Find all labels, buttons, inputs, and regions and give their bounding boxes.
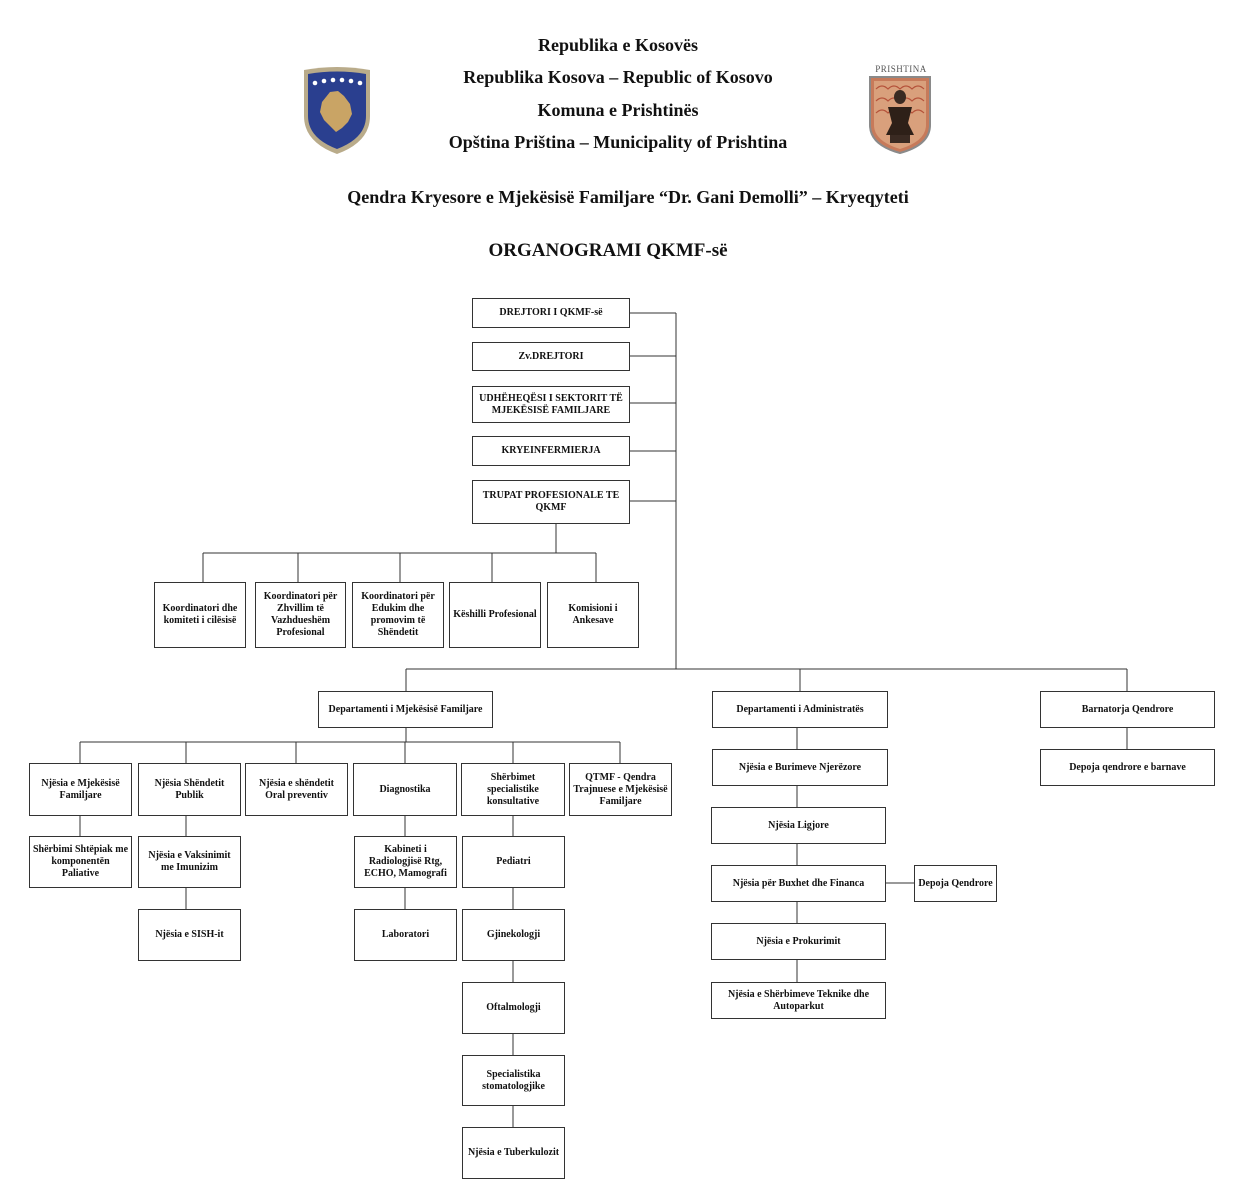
gynecology-box: Gjinekologji [462,909,565,961]
header-line-3: Komuna e Prishtinës [537,100,699,120]
home-palliative-care-box: Shërbimi Shtëpiak me komponentën Paliati… [29,836,132,888]
laboratory-box: Laboratori [354,909,457,961]
pediatrics-box: Pediatri [462,836,565,888]
central-drug-depot-box: Depoja qendrore e barnave [1040,749,1215,786]
oral-health-unit-box: Njësia e shëndetit Oral preventiv [245,763,348,816]
diagnostics-box: Diagnostika [353,763,457,816]
professional-council-box: Këshilli Profesional [449,582,541,648]
head-nurse-box: KRYEINFERMIERJA [472,436,630,466]
tuberculosis-unit-box: Njësia e Tuberkulozit [462,1127,565,1179]
health-education-coordinator-box: Koordinatori për Edukim dhe promovim të … [352,582,444,648]
specialist-services-box: Shërbimet specialistike konsultative [461,763,565,816]
training-center-box: QTMF - Qendra Trajnuese e Mjekësisë Fami… [569,763,672,816]
family-medicine-department-box: Departamenti i Mjekësisë Familjare [318,691,493,728]
public-health-unit-box: Njësia Shëndetit Publik [138,763,241,816]
kosovo-coat-of-arms-icon [304,67,370,154]
radiology-cabinet-box: Kabineti i Radiologjisë Rtg, ECHO, Mamog… [354,836,457,888]
header-line-2: Republika Kosova – Republic of Kosovo [463,67,773,87]
prishtina-label: PRISHTINA [875,64,927,74]
professional-development-coordinator-box: Koordinatori për Zhvillim të Vazhdueshëm… [255,582,346,648]
technical-services-unit-box: Njësia e Shërbimeve Teknike dhe Autopark… [711,982,886,1019]
vaccination-unit-box: Njësia e Vaksinimit me Imunizim [138,836,241,888]
central-pharmacy-box: Barnatorja Qendrore [1040,691,1215,728]
dental-specialty-box: Specialistika stomatologjike [462,1055,565,1106]
quality-coordinator-box: Koordinatori dhe komiteti i cilësisë [154,582,246,648]
professional-bodies-box: TRUPAT PROFESIONALE TE QKMF [472,480,630,524]
ophthalmology-box: Oftalmologji [462,982,565,1034]
administration-department-box: Departamenti i Administratës [712,691,888,728]
legal-unit-box: Njësia Ligjore [711,807,886,844]
budget-finance-unit-box: Njësia për Buxhet dhe Financa [711,865,886,902]
procurement-unit-box: Njësia e Prokurimit [711,923,886,960]
header-line-1: Republika e Kosovës [537,35,699,55]
header-line-4: Opština Priština – Municipality of Prish… [448,132,788,152]
central-depot-box: Depoja Qendrore [914,865,997,902]
prishtina-coat-of-arms-icon [869,76,931,155]
director-box: DREJTORI I QKMF-së [472,298,630,328]
deputy-director-box: Zv.DREJTORI [472,342,630,371]
sish-unit-box: Njësia e SISH-it [138,909,241,961]
family-medicine-unit-box: Njësia e Mjekësisë Familjare [29,763,132,816]
subtitle: Qendra Kryesore e Mjekësisë Familjare “D… [347,187,909,207]
chart-title: ORGANOGRAMI QKMF-së [488,240,728,261]
human-resources-unit-box: Njësia e Burimeve Njerëzore [712,749,888,786]
complaints-commission-box: Komisioni i Ankesave [547,582,639,648]
family-medicine-sector-head-box: UDHËHEQËSI I SEKTORIT TË MJEKËSISË FAMIL… [472,386,630,423]
